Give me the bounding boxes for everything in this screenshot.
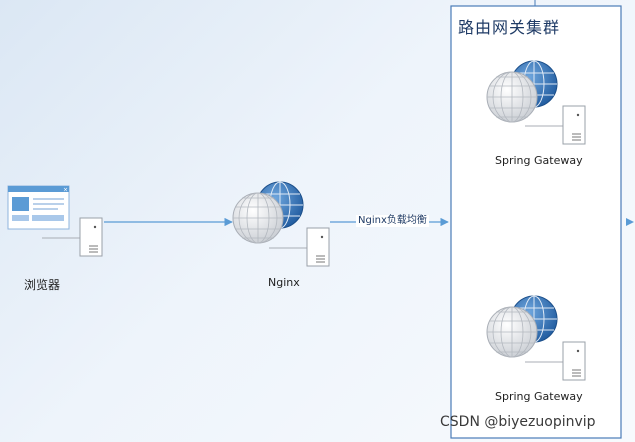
watermark: CSDN @biyezuopinvip	[440, 414, 596, 430]
browser-window-icon: ×	[7, 185, 70, 230]
arrow-into-cluster-right	[626, 218, 634, 226]
gateway-bottom-label: Spring Gateway	[495, 390, 583, 403]
edge-label-nginx-load-balancing: Nginx负载均衡	[356, 215, 429, 227]
cluster-title: 路由网关集群	[458, 18, 561, 37]
gateway-top-label: Spring Gateway	[495, 154, 583, 167]
nginx-globe-icon	[232, 181, 304, 244]
svg-text:×: ×	[63, 187, 68, 194]
browser-label: 浏览器	[24, 278, 61, 292]
nginx-label: Nginx	[268, 276, 300, 289]
